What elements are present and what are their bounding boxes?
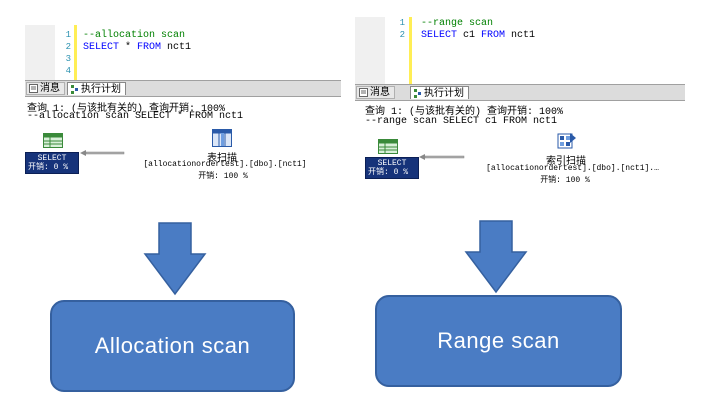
messages-icon xyxy=(29,84,38,93)
sql-editor[interactable]: 1 2 3 4 --allocation scan SELECT * FROM … xyxy=(25,25,341,81)
results-tabbar: 消息 执行计划 xyxy=(355,85,685,101)
line-number: 2 xyxy=(65,42,71,52)
editor-gutter xyxy=(355,17,385,84)
tab-execution-plan[interactable]: 执行计划 xyxy=(410,86,469,99)
tab-messages[interactable]: 消息 xyxy=(356,86,395,99)
index-scan-label: 索引扫描 xyxy=(546,156,586,167)
arrow-down-icon xyxy=(464,220,528,294)
table-scan-icon xyxy=(212,129,232,147)
tab-messages[interactable]: 消息 xyxy=(26,82,65,95)
editor-gutter xyxy=(25,25,55,80)
index-scan-object: [allocationordertest].[dbo].[nct1].… xyxy=(486,164,659,173)
table-scan-label: 表扫描 xyxy=(207,153,237,164)
plan-connector-arrow xyxy=(80,150,125,156)
index-scan-icon xyxy=(557,133,576,149)
table-scan-cost: 开销: 100 % xyxy=(198,172,248,180)
query-text: --range scan SELECT c1 FROM nct1 xyxy=(365,116,558,127)
query-text: --allocation scan SELECT * FROM nct1 xyxy=(27,111,244,122)
code-line-2: SELECT c1 FROM nct1 xyxy=(421,30,536,41)
tab-execution-plan-label: 执行计划 xyxy=(424,87,464,99)
line-number: 2 xyxy=(399,30,405,40)
line-number: 1 xyxy=(65,30,71,40)
select-node-label: SELECT xyxy=(377,159,407,168)
line-number: 3 xyxy=(65,54,71,64)
execution-plan-icon xyxy=(414,88,421,98)
select-node[interactable]: SELECT 开销: 0 % xyxy=(25,152,79,174)
code-line-1: --range scan xyxy=(421,18,494,29)
range-scan-screenshot: 1 2 --range scan SELECT c1 FROM nct1 消息 … xyxy=(355,12,685,197)
code-line-1: --allocation scan xyxy=(83,30,186,41)
select-node-icon xyxy=(378,139,398,154)
query-cost-header: 查询 1: (与该批有关的) 查询开销: 100% xyxy=(27,104,226,115)
code-line-2: SELECT * FROM nct1 xyxy=(83,42,192,53)
index-scan-cost: 开销: 100 % xyxy=(540,176,590,185)
query-cost-header: 查询 1: (与该批有关的) 查询开销: 100% xyxy=(365,107,564,118)
change-marker xyxy=(74,25,77,80)
change-marker xyxy=(409,17,412,84)
tab-execution-plan-label: 执行计划 xyxy=(81,83,121,95)
sql-editor[interactable]: 1 2 --range scan SELECT c1 FROM nct1 xyxy=(355,17,685,85)
table-scan-object: [allocationordertest].[dbo].[nct1] xyxy=(143,160,307,169)
select-node-icon xyxy=(43,133,63,148)
range-scan-box: Range scan xyxy=(375,295,622,387)
line-number: 4 xyxy=(65,66,71,76)
allocation-scan-screenshot: 1 2 3 4 --allocation scan SELECT * FROM … xyxy=(25,25,341,180)
line-number: 1 xyxy=(399,18,405,28)
messages-icon xyxy=(359,88,368,97)
execution-plan-icon xyxy=(71,84,78,94)
results-tabbar: 消息 执行计划 xyxy=(25,81,341,97)
select-node-cost: 开销: 0 % xyxy=(28,163,69,172)
select-node-cost: 开销: 0 % xyxy=(368,168,409,177)
tab-messages-label: 消息 xyxy=(370,87,390,98)
arrow-down-icon xyxy=(143,222,207,296)
select-node-label: SELECT xyxy=(37,154,67,163)
select-node[interactable]: SELECT 开销: 0 % xyxy=(365,157,419,179)
plan-connector-arrow xyxy=(419,154,465,160)
allocation-scan-box: Allocation scan xyxy=(50,300,295,392)
tab-messages-label: 消息 xyxy=(40,83,60,94)
tab-execution-plan[interactable]: 执行计划 xyxy=(67,82,126,95)
